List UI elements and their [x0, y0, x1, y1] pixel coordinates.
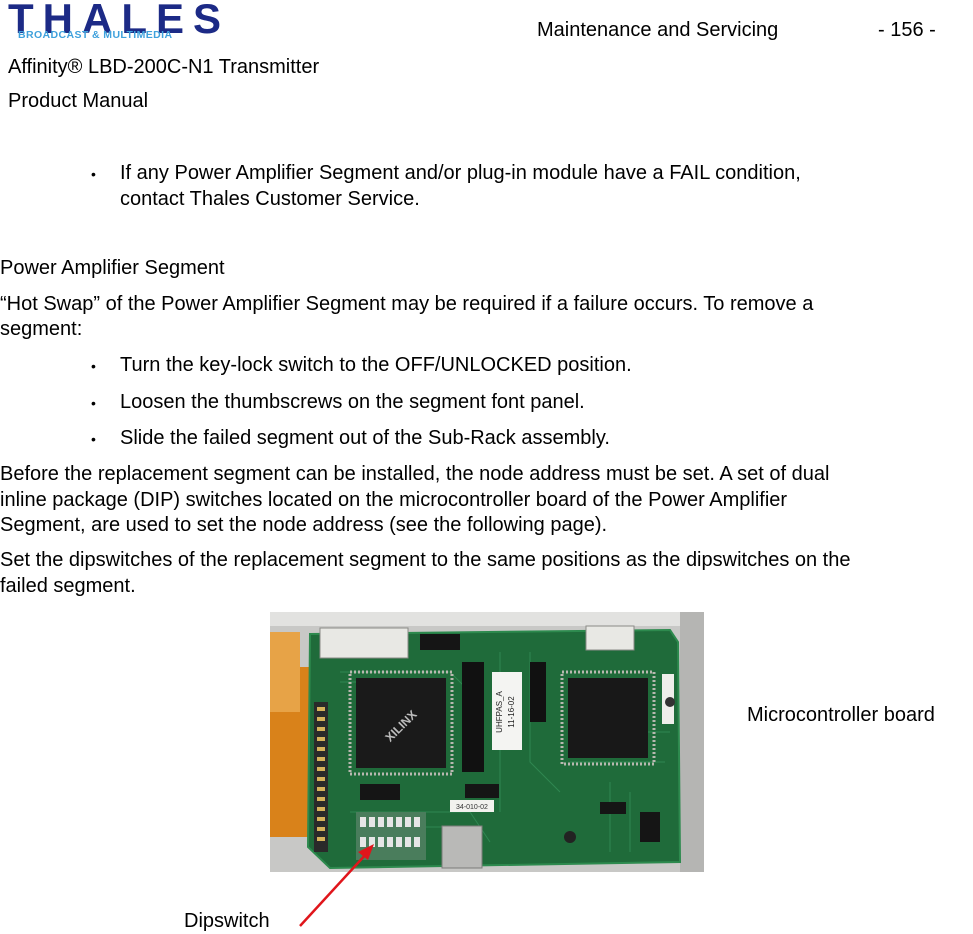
replacement-line3: Segment, are used to set the node addres… — [0, 514, 608, 536]
logo-subtitle: BROADCAST & MULTIMEDIA — [18, 29, 173, 41]
document-type: Product Manual — [8, 90, 149, 112]
section-heading: Power Amplifier Segment — [0, 257, 225, 279]
intro-bullet-line2: contact Thales Customer Service. — [120, 188, 420, 210]
bullet-marker: • — [91, 395, 96, 411]
intro-bullet-line1: If any Power Amplifier Segment and/or pl… — [120, 162, 801, 184]
chip-uhfpas-label: UHFPAS_A — [495, 691, 504, 733]
dipswitch-label: Dipswitch — [184, 910, 270, 932]
dipswitch-note-line1: Set the dipswitches of the replacement s… — [0, 549, 851, 571]
hot-swap-line2: segment: — [0, 318, 83, 340]
replacement-line1: Before the replacement segment can be in… — [0, 463, 830, 485]
microcontroller-board-photo: XILINX UHFPAS_A 11-16-02 34-010-02 — [270, 612, 704, 872]
bullet-marker: • — [91, 431, 96, 447]
chip-date-label: 11-16-02 — [507, 696, 516, 728]
page-number: - 156 - — [878, 19, 936, 41]
board-illustration: XILINX UHFPAS_A 11-16-02 34-010-02 — [270, 612, 704, 872]
replacement-line2: inline package (DIP) switches located on… — [0, 489, 788, 511]
dipswitch-note-line2: failed segment. — [0, 575, 136, 597]
step-text: Turn the key-lock switch to the OFF/UNLO… — [120, 354, 632, 376]
bullet-marker: • — [91, 358, 96, 374]
product-name: Affinity® LBD-200C-N1 Transmitter — [8, 56, 320, 78]
hot-swap-line1: “Hot Swap” of the Power Amplifier Segmen… — [0, 293, 814, 315]
logo-wordmark: THALES — [8, 0, 230, 42]
step-text: Loosen the thumbscrews on the segment fo… — [120, 391, 585, 413]
dipswitch-pointer-arrow — [299, 844, 374, 927]
step-text: Slide the failed segment out of the Sub-… — [120, 427, 610, 449]
microcontroller-board-label: Microcontroller board — [747, 704, 935, 726]
header-section-title: Maintenance and Servicing — [537, 19, 779, 41]
board-sticker-label: 34-010-02 — [456, 804, 488, 811]
bullet-marker: • — [91, 166, 96, 182]
